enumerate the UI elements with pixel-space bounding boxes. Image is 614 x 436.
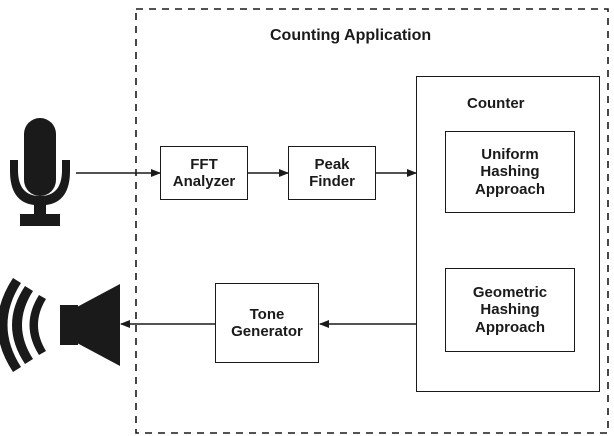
uniform-hashing-block: Uniform Hashing Approach [445,131,575,213]
counting-application-title: Counting Application [270,27,432,44]
peak-finder-block: Peak Finder [288,146,376,200]
fft-analyzer-block: FFT Analyzer [160,146,248,200]
speaker-icon [0,278,120,372]
tone-generator-block: Tone Generator [215,283,319,363]
geometric-hashing-block: Geometric Hashing Approach [445,268,575,352]
microphone-icon [10,118,70,226]
counter-title: Counter [467,95,525,112]
counting-application-boundary [135,8,609,434]
